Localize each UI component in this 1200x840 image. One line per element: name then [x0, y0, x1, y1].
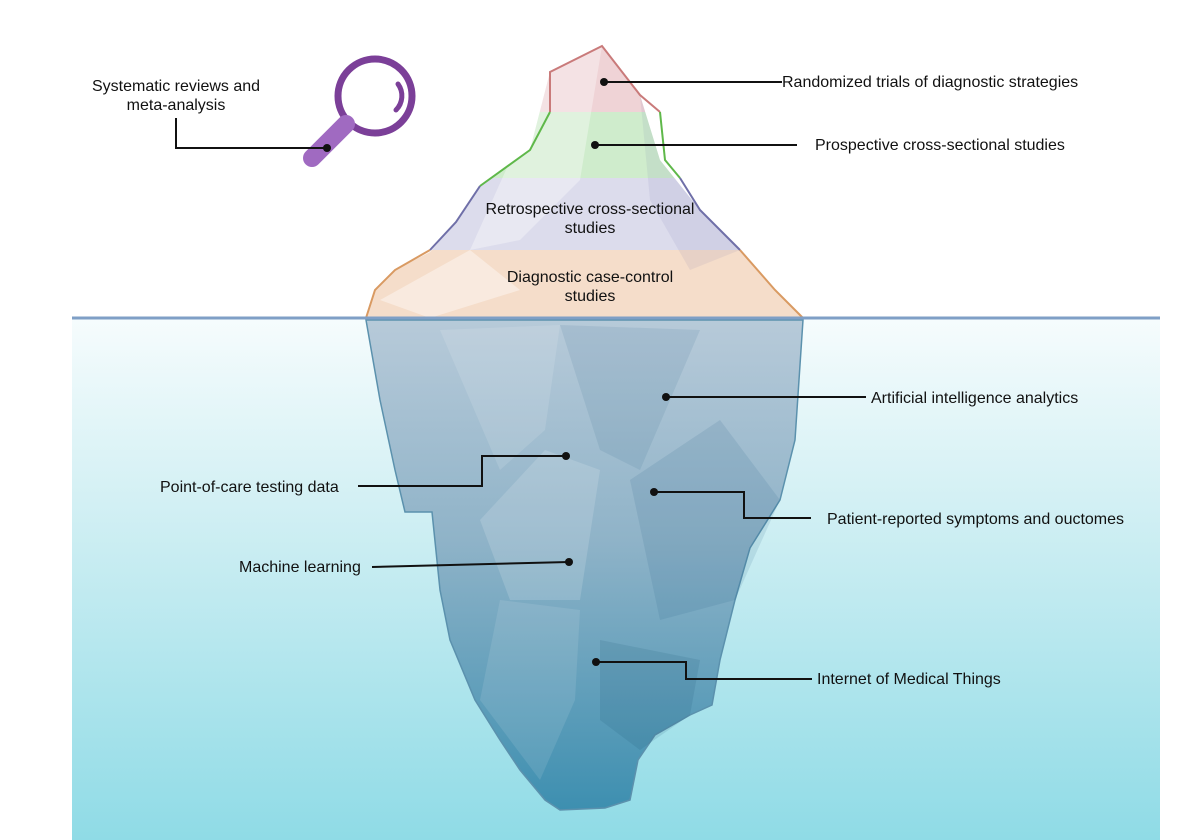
- iceberg-facet: [630, 420, 780, 620]
- connector-systematic-reviews: [175, 118, 327, 149]
- label-patient-reported: Patient-reported symptoms and ouctomes: [827, 511, 1125, 528]
- iceberg-underwater: [365, 319, 804, 811]
- anchor-dot: [592, 658, 600, 666]
- anchor-dot: [323, 144, 331, 152]
- label-retrospective: Retrospective cross-sectional studies: [485, 201, 695, 237]
- tier-case-control-band: [366, 250, 803, 318]
- label-ai-analytics: Artificial intelligence analytics: [871, 390, 1079, 407]
- label-iomt: Internet of Medical Things: [817, 671, 1001, 688]
- anchor-dot: [600, 78, 608, 86]
- connector-machine-learning: [371, 561, 570, 568]
- ice-highlight: [470, 46, 602, 250]
- label-systematic-reviews: Systematic reviews and meta-analysis: [91, 78, 261, 114]
- iceberg-facet: [600, 640, 700, 750]
- connector-patient-reported: [654, 491, 811, 519]
- label-randomized-trials: Randomized trials of diagnostic strategi…: [782, 74, 1079, 91]
- label-case-control: Diagnostic case-control studies: [506, 269, 674, 305]
- tier-case-control-outline: [365, 249, 804, 319]
- anchor-dot: [591, 141, 599, 149]
- label-machine-learning: Machine learning: [239, 559, 361, 576]
- tier-prospective-outline: [479, 111, 681, 187]
- connector-point-of-care: [358, 455, 566, 487]
- anchor-dot: [650, 488, 658, 496]
- iceberg-facet: [560, 325, 700, 470]
- connector-iomt: [596, 661, 812, 680]
- tier-randomized-outline: [549, 44, 661, 113]
- tier-retrospective-outline: [429, 177, 741, 251]
- anchor-dot: [662, 393, 670, 401]
- iceberg-facet: [480, 600, 580, 780]
- label-prospective: Prospective cross-sectional studies: [815, 137, 1065, 154]
- ice-highlight: [380, 250, 520, 318]
- anchor-dot: [565, 558, 573, 566]
- iceberg-facet: [440, 325, 560, 470]
- label-point-of-care: Point-of-care testing data: [160, 479, 339, 496]
- anchor-dot: [562, 452, 570, 460]
- magnifying-glass-icon: [303, 55, 416, 167]
